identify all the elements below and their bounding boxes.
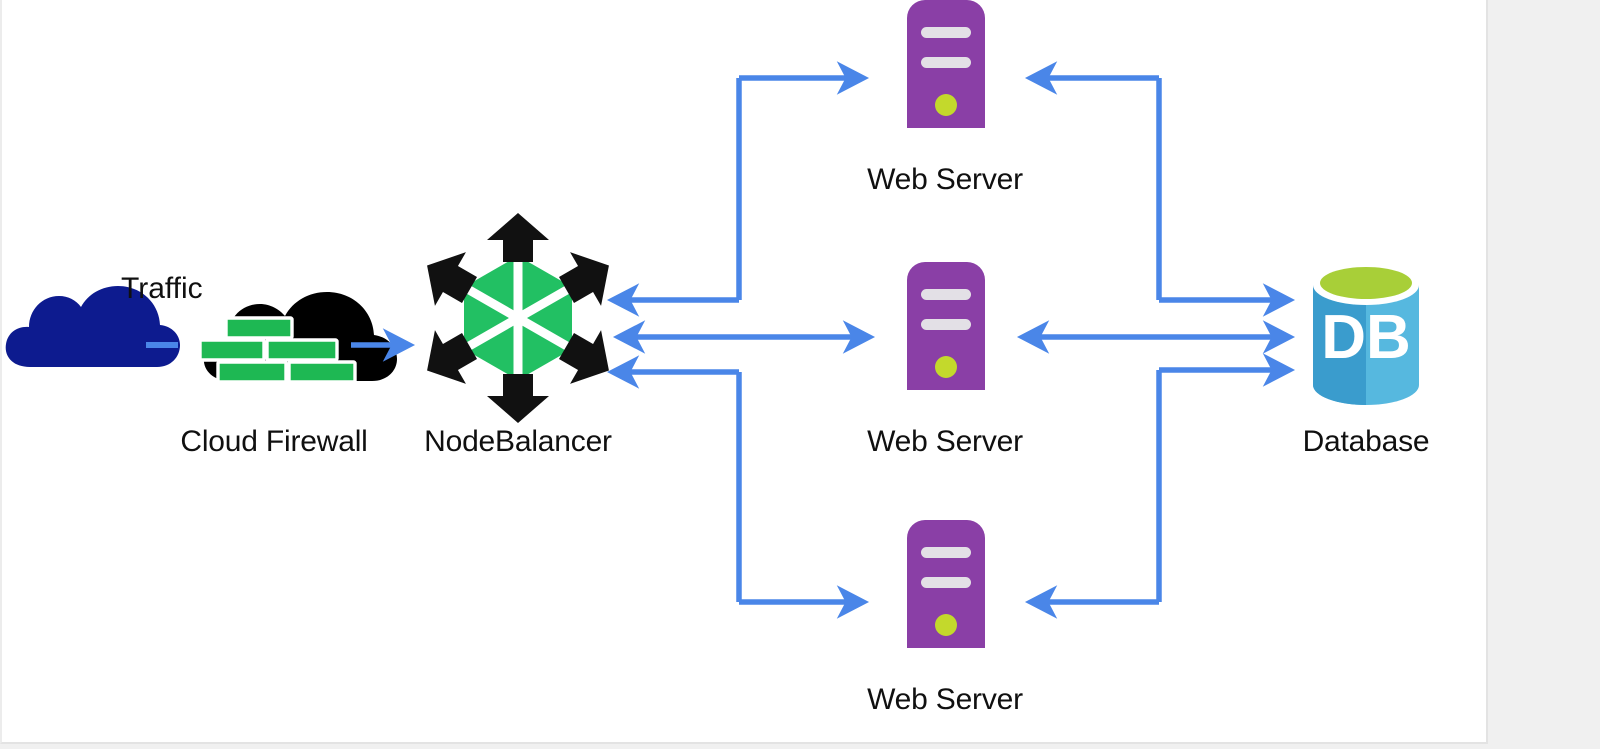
nodebalancer-hexagon-icon <box>427 213 609 423</box>
diagram-canvas: DB Traffic Cloud Firewall NodeBalancer W… <box>0 0 1488 744</box>
database-cylinder-icon: DB <box>1313 265 1419 405</box>
firewall-cloud-icon <box>198 292 397 384</box>
db-badge-text: DB <box>1321 303 1411 372</box>
nodebalancer-label: NodeBalancer <box>424 425 612 458</box>
cloud-firewall-label: Cloud Firewall <box>180 425 368 458</box>
database-label: Database <box>1302 425 1430 458</box>
firewall-bricks <box>198 316 357 384</box>
web-server-bottom-label: Web Server <box>867 683 1023 716</box>
web-server-top-label: Web Server <box>867 163 1023 196</box>
server-tower-icon-middle <box>907 262 985 390</box>
diagram-svg: DB <box>5 0 1419 648</box>
cloud-icon <box>5 286 181 367</box>
nodebalancer-hexagon-core <box>459 251 577 385</box>
connector-web-bottom-to-database <box>1156 353 1296 602</box>
connector-nodebalancer-to-web-top <box>736 61 870 300</box>
connector-web-bottom-to-nodebalancer <box>606 355 742 602</box>
server-tower-icon-top <box>907 0 985 128</box>
traffic-label: Traffic <box>121 272 203 305</box>
connector-database-to-web-top <box>1024 61 1162 300</box>
nodebalancer-arrows <box>427 213 609 423</box>
web-server-middle-label: Web Server <box>867 425 1023 458</box>
server-tower-icon-bottom <box>907 520 985 648</box>
